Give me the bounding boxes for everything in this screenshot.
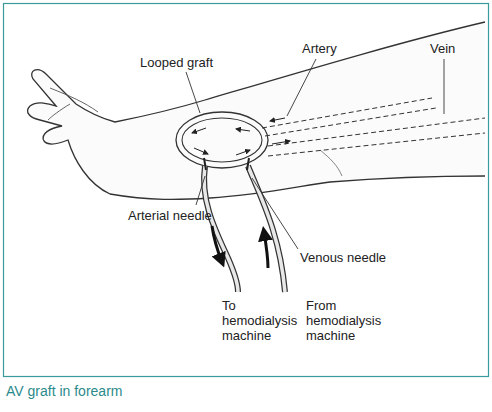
flow-arrow — [270, 118, 285, 121]
flow-label: From hemodialysis machine — [306, 298, 388, 343]
part-label: Venous needle — [300, 250, 386, 265]
figure-caption: AV graft in forearm — [6, 384, 122, 399]
arm-outline — [28, 22, 485, 199]
leader-line — [186, 72, 200, 113]
flow-arrow — [192, 128, 206, 133]
finger-crease — [50, 88, 98, 112]
part-label: Artery — [302, 41, 337, 56]
flow-arrow-in — [264, 232, 268, 268]
flow-arrow — [272, 141, 290, 144]
looped-graft — [176, 112, 268, 168]
venous-tube — [248, 166, 285, 292]
flow-arrow-out — [212, 226, 222, 262]
leader-line — [196, 176, 205, 205]
arterial-tube — [204, 166, 238, 292]
looped-graft — [182, 118, 262, 162]
elbow-crease — [320, 150, 342, 176]
flow-arrow — [236, 150, 250, 155]
flow-arrow — [194, 148, 208, 154]
venous-tube — [248, 166, 285, 292]
flow-arrow — [236, 129, 250, 131]
frame-border — [4, 4, 489, 377]
leader-line — [287, 59, 316, 116]
part-label: Vein — [430, 41, 455, 56]
flow-label: To hemodialysis machine — [222, 298, 304, 343]
part-label: Arterial needle — [128, 208, 212, 223]
leader-line — [252, 178, 298, 249]
needle — [204, 158, 249, 170]
arterial-tube — [204, 166, 238, 292]
leader-line — [444, 59, 445, 114]
part-label: Looped graft — [140, 55, 213, 70]
artery — [262, 98, 436, 136]
finger-crease — [48, 104, 70, 120]
vein — [268, 118, 485, 156]
